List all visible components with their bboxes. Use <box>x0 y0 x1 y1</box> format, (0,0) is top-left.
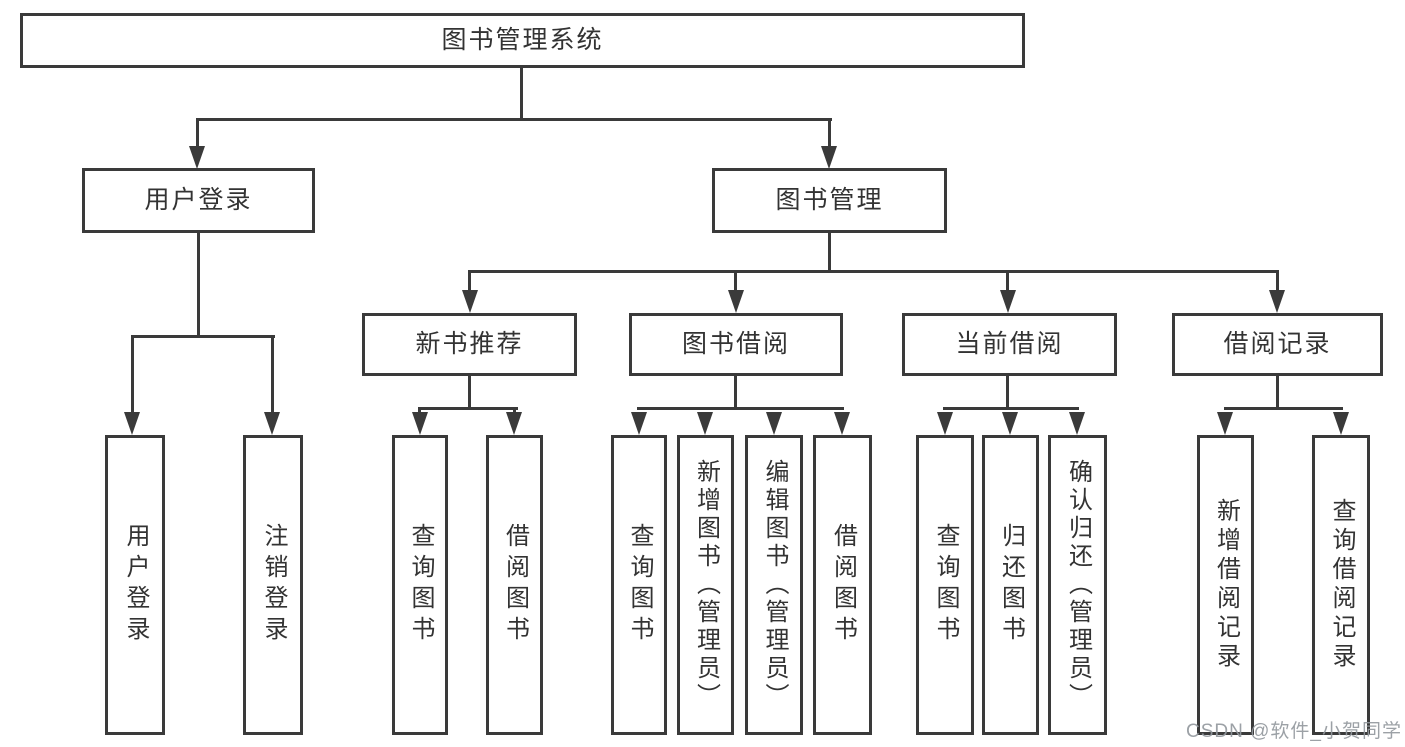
leaf-bor-borrow-book: 借阅图书 <box>813 435 872 735</box>
connector-line <box>513 407 516 415</box>
arrow-down <box>1002 412 1018 435</box>
arrow-down <box>462 290 478 313</box>
leaf-rec-query-book: 查询图书 <box>392 435 448 735</box>
arrow-down <box>189 146 205 169</box>
arrow-down <box>766 412 782 435</box>
csdn-watermark: CSDN @软件_小贺同学 <box>1186 721 1402 742</box>
connector-line <box>196 118 199 150</box>
connector-line <box>197 233 200 335</box>
node-user-login: 用户登录 <box>82 168 315 233</box>
leaf-bor-edit-book: 编辑图书（管理员） <box>745 435 803 735</box>
connector-line <box>1006 376 1009 409</box>
connector-line <box>1224 407 1343 410</box>
arrow-down <box>1333 412 1349 435</box>
connector-line <box>828 233 831 273</box>
arrow-down <box>264 412 280 435</box>
connector-line <box>1006 270 1009 292</box>
arrow-down <box>728 290 744 313</box>
connector-line <box>196 118 832 121</box>
node-root: 图书管理系统 <box>20 13 1025 68</box>
node-book-borrow: 图书借阅 <box>629 313 843 376</box>
connector-line <box>418 407 518 410</box>
connector-line <box>943 407 1079 410</box>
connector-line <box>271 335 274 413</box>
connector-line <box>1276 270 1279 292</box>
leaf-logout: 注销登录 <box>243 435 303 735</box>
arrow-down <box>834 412 850 435</box>
leaf-user-login: 用户登录 <box>105 435 165 735</box>
arrow-down <box>412 412 428 435</box>
leaf-bor-add-book: 新增图书（管理员） <box>677 435 734 735</box>
arrow-down <box>631 412 647 435</box>
arrow-down <box>124 412 140 435</box>
connector-line <box>468 376 471 409</box>
node-new-book-recommend: 新书推荐 <box>362 313 577 376</box>
leaf-rcd-add-record: 新增借阅记录 <box>1197 435 1254 735</box>
leaf-rec-borrow-book: 借阅图书 <box>486 435 543 735</box>
connector-line <box>468 270 1279 273</box>
arrow-down <box>1000 290 1016 313</box>
leaf-cur-confirm-return: 确认归还（管理员） <box>1048 435 1107 735</box>
leaf-bor-query-book: 查询图书 <box>611 435 667 735</box>
arrow-down <box>1069 412 1085 435</box>
arrow-down <box>821 146 837 169</box>
connector-line <box>520 68 523 118</box>
connector-line <box>131 335 275 338</box>
arrow-down <box>1269 290 1285 313</box>
node-borrow-record: 借阅记录 <box>1172 313 1383 376</box>
connector-line <box>828 118 831 150</box>
leaf-rcd-query-record: 查询借阅记录 <box>1312 435 1370 735</box>
connector-line <box>734 270 737 292</box>
arrow-down <box>1217 412 1233 435</box>
connector-line <box>468 270 471 292</box>
connector-line <box>734 376 737 409</box>
arrow-down <box>506 412 522 435</box>
node-current-borrow: 当前借阅 <box>902 313 1117 376</box>
connector-line <box>131 335 134 413</box>
connector-line <box>1276 376 1279 409</box>
connector-line <box>418 407 421 415</box>
arrow-down <box>937 412 953 435</box>
leaf-cur-query-book: 查询图书 <box>916 435 974 735</box>
arrow-down <box>697 412 713 435</box>
leaf-cur-return-book: 归还图书 <box>982 435 1039 735</box>
connector-line <box>637 407 844 410</box>
node-book-management: 图书管理 <box>712 168 947 233</box>
